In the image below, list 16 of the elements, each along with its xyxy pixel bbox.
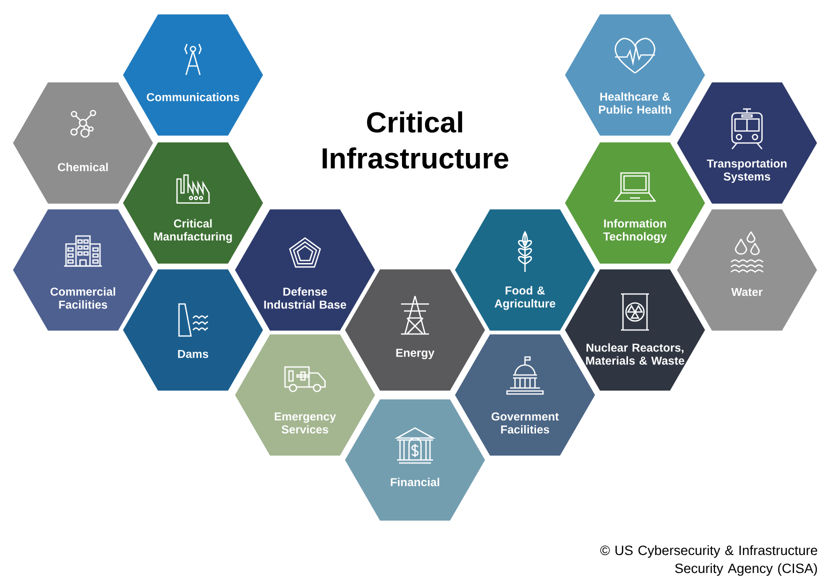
hexagon-tile: Defense Industrial Base xyxy=(235,209,375,331)
hexagon-tile: Transportation Systems xyxy=(677,82,817,204)
hexagon-tile: Food & Agriculture xyxy=(455,209,595,331)
hexagon-tile: Financial xyxy=(345,399,485,521)
hexagon-tile: Energy xyxy=(345,269,485,391)
hexagon-tile: Information Technology xyxy=(565,142,705,264)
credit-line: © US Cybersecurity & Infrastructure Security Agency (CISA) xyxy=(600,545,818,576)
hexagon-tile: Healthcare & Public Health xyxy=(565,14,705,136)
hexagon-tile: Emergency Services xyxy=(235,334,375,456)
hexagon-tile: Nuclear Reactors, Materials & Waste xyxy=(565,269,705,391)
title: Critical Infrastructure xyxy=(322,111,508,169)
hexagon-tile: Dams xyxy=(123,269,263,391)
hexagon-tile: Water xyxy=(677,209,817,331)
hexagon-tile: Critical Manufacturing xyxy=(123,142,263,264)
hexagon-tile: Commercial Facilities xyxy=(13,209,153,331)
hexagon-tile: Communications xyxy=(123,14,263,136)
